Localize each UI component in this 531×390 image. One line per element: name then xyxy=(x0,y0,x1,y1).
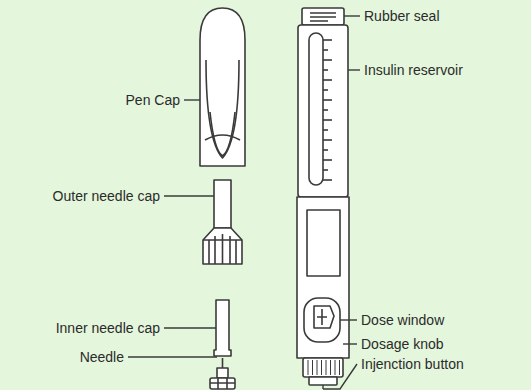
pen-cap-clip xyxy=(206,60,239,158)
scale-tick xyxy=(323,159,332,161)
dose-window-mark xyxy=(317,309,327,325)
outer-needle-cap xyxy=(203,228,242,264)
scale-tick xyxy=(323,59,332,61)
part-label: Inner needle cap xyxy=(56,320,160,336)
scale-tick xyxy=(323,129,328,131)
part-label: Dosage knob xyxy=(361,336,444,352)
leader-line xyxy=(164,327,216,328)
scale-tick xyxy=(323,139,332,141)
leader-line xyxy=(128,356,217,357)
part-label: Outer needle cap xyxy=(53,188,160,204)
scale-tick xyxy=(323,89,328,91)
leader-lines xyxy=(128,16,360,389)
pen-label-panel xyxy=(307,210,340,276)
insulin-reservoir xyxy=(298,25,348,197)
knurl-line xyxy=(308,360,309,375)
knob-knurling xyxy=(308,360,340,375)
leader-line xyxy=(184,99,200,100)
knurl-line xyxy=(339,360,340,375)
part-label: Pen Cap xyxy=(126,92,180,108)
cap-ridges xyxy=(203,234,242,264)
needle-hub xyxy=(217,368,228,378)
knurl-line xyxy=(317,360,318,375)
pen-cap xyxy=(200,8,245,166)
knurl-line xyxy=(335,360,336,375)
dosage-knob xyxy=(303,358,343,377)
scale-tick xyxy=(323,169,328,171)
injection-button xyxy=(309,377,337,385)
leader-line xyxy=(340,319,357,320)
rubber-seal xyxy=(302,8,344,25)
inner-needle-cap xyxy=(214,300,231,356)
leader-line xyxy=(343,343,357,344)
dose-window xyxy=(304,298,340,342)
pen-cap-clip xyxy=(210,112,235,156)
scale-tick xyxy=(323,39,332,41)
scale-tick xyxy=(323,109,328,111)
knurl-line xyxy=(321,360,322,375)
needle-ridges xyxy=(210,378,235,389)
dose-window-mark xyxy=(314,306,334,328)
needle-tip xyxy=(222,358,224,368)
scale-tick xyxy=(323,179,332,181)
scale-tick xyxy=(323,69,328,71)
knurl-line xyxy=(312,360,313,375)
needle-base xyxy=(210,378,235,389)
part-label: Injenction button xyxy=(361,356,464,372)
leader-line xyxy=(323,364,357,389)
part-label: Needle xyxy=(80,349,124,365)
leader-line xyxy=(344,15,360,16)
knurl-line xyxy=(326,360,327,375)
part-label: Dose window xyxy=(361,312,444,328)
outer-needle-cap xyxy=(214,180,231,228)
pen-cap-clip xyxy=(205,135,240,140)
knurl-line xyxy=(330,360,331,375)
scale-tick xyxy=(323,49,328,51)
scale-ticks xyxy=(323,40,332,180)
seal-lines xyxy=(310,13,336,21)
leader-line xyxy=(348,69,360,70)
leader-line xyxy=(164,195,214,196)
scale-tick xyxy=(323,79,332,81)
part-label: Insulin reservoir xyxy=(364,62,463,78)
pen-body xyxy=(297,197,349,358)
scale-tick xyxy=(323,99,332,101)
scale-tick xyxy=(323,119,332,121)
part-label: Rubber seal xyxy=(364,8,440,24)
reservoir-window xyxy=(309,33,323,185)
scale-tick xyxy=(323,149,328,151)
